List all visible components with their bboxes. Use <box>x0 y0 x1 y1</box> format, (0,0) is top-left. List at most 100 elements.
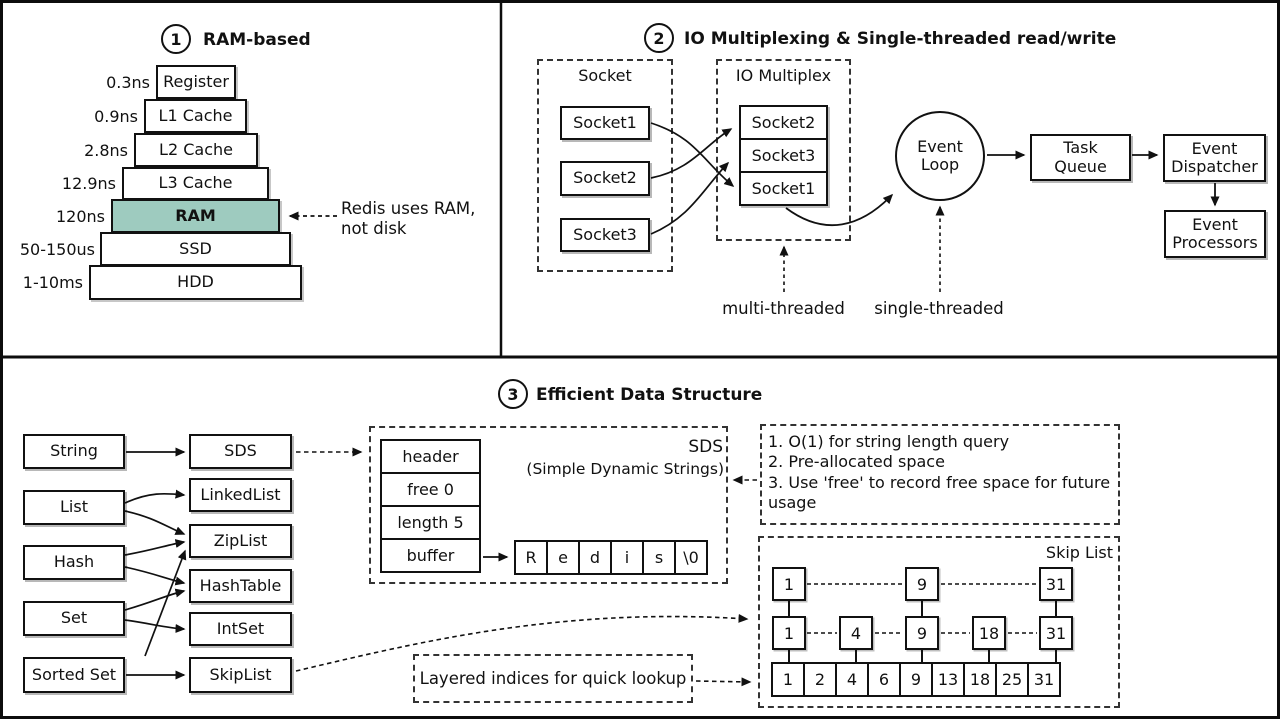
type-box-string: String <box>23 434 125 469</box>
skiplist-l3-node-13: 13 <box>931 662 965 697</box>
latency-label-ssd: 50-150us <box>19 239 95 259</box>
latency-label-l2: 2.8ns <box>84 140 128 160</box>
skiplist-l3-node-9: 9 <box>899 662 933 697</box>
io-multiplex-stack: Socket2 Socket3 Socket1 <box>739 105 828 206</box>
sds-char-0: R <box>514 540 548 575</box>
skiplist-l2-node-4: 4 <box>839 616 873 650</box>
event-dispatcher-label: Event Dispatcher <box>1171 138 1258 176</box>
layered-note-arrow <box>695 677 752 687</box>
event-loop-circle: Event Loop <box>895 111 985 201</box>
type-box-sorted-set: Sorted Set <box>23 657 125 693</box>
latency-label-hdd: 1-10ms <box>22 273 83 292</box>
sds-detail-title: SDS <box>688 437 723 457</box>
task-queue-label: Task Queue <box>1054 138 1107 176</box>
single-threaded-label: single-threaded <box>874 299 1004 318</box>
sds-note-3: 3. Use 'free' to record free space for f… <box>768 472 1111 512</box>
latency-label-ram: 120ns <box>55 206 105 226</box>
skiplist-title: Skip List <box>1045 543 1113 562</box>
event-processors-box: Event Processors <box>1164 210 1266 258</box>
set-to-intset-arrow <box>124 619 186 633</box>
memory-tier-l1-cache: L1 Cache <box>144 99 247 133</box>
skiplist-l3-node-6: 6 <box>867 662 901 697</box>
latency-label-l1: 0.9ns <box>94 106 138 126</box>
sds-note-2: 2. Pre-allocated space <box>768 452 945 472</box>
skiplist-l2-node-18: 18 <box>972 616 1006 650</box>
structure-box-hashtable: HashTable <box>189 569 292 603</box>
multiplex-slot-socket1: Socket1 <box>739 171 828 206</box>
section-2-number: 2 <box>644 23 674 53</box>
skiplist-l1-node-31: 31 <box>1039 567 1073 601</box>
socket-box-2: Socket2 <box>560 161 650 196</box>
section-2-title: IO Multiplexing & Single-threaded read/w… <box>684 29 1117 49</box>
list-to-ziplist-arrow <box>124 510 186 535</box>
memory-tier-hdd: HDD <box>89 265 302 300</box>
socket-box-3: Socket3 <box>560 218 650 252</box>
memory-tier-ram-highlighted: RAM <box>111 199 280 233</box>
sds-note-1: 1. O(1) for string length query <box>768 432 1010 451</box>
sds-field-header: header <box>380 439 481 474</box>
sds-char-2: d <box>578 540 612 575</box>
layered-indices-note-text: Layered indices for quick lookup <box>419 669 687 688</box>
event-loop-label: Event Loop <box>917 136 963 174</box>
ram-annotation-line1: Redis uses RAM, <box>341 199 476 218</box>
sds-char-cells: R e d i s \0 <box>514 540 708 575</box>
multi-threaded-label: multi-threaded <box>722 299 845 318</box>
type-box-hash: Hash <box>23 545 125 580</box>
latency-label-register: 0.3ns <box>106 72 150 92</box>
memory-tier-register: Register <box>156 65 236 99</box>
type-box-list: List <box>23 490 125 525</box>
sds-field-length: length 5 <box>380 505 481 540</box>
skiplist-l3-node-2: 2 <box>803 662 837 697</box>
multiplex-slot-socket2: Socket2 <box>739 105 828 140</box>
sds-char-4: s <box>642 540 676 575</box>
structure-box-sds: SDS <box>189 434 292 469</box>
skiplist-l2-node-9: 9 <box>905 616 939 650</box>
memory-tier-l3-cache: L3 Cache <box>122 167 269 200</box>
sds-char-5: \0 <box>674 540 708 575</box>
sds-char-3: i <box>610 540 644 575</box>
structure-box-skiplist: SkipList <box>189 657 292 693</box>
sds-field-stack: header free 0 length 5 buffer <box>380 439 481 573</box>
skiplist-l2-node-1: 1 <box>772 616 806 650</box>
sortedset-to-ziplist-arrow <box>144 549 187 657</box>
list-to-linkedlist-arrow <box>124 489 186 504</box>
skiplist-l2-node-31: 31 <box>1039 616 1073 650</box>
ram-annotation-line2: not disk <box>341 219 407 238</box>
skiplist-l3-node-18: 18 <box>963 662 997 697</box>
type-box-set: Set <box>23 601 125 636</box>
skiplist-l3-node-25: 25 <box>995 662 1029 697</box>
structure-box-intset: IntSet <box>189 612 292 646</box>
memory-tier-l2-cache: L2 Cache <box>134 133 258 167</box>
multiplex-slot-socket3: Socket3 <box>739 138 828 173</box>
task-queue-box: Task Queue <box>1030 134 1131 181</box>
structure-box-ziplist: ZipList <box>189 524 292 558</box>
skiplist-l3-node-1: 1 <box>771 662 805 697</box>
sds-field-buffer: buffer <box>380 538 481 573</box>
memory-tier-ssd: SSD <box>100 232 291 266</box>
sds-detail-container <box>369 426 728 584</box>
section-1-number: 1 <box>161 24 191 54</box>
hash-to-hashtable-arrow <box>124 566 186 586</box>
skiplist-l3-node-4: 4 <box>835 662 869 697</box>
set-to-hashtable-arrow <box>124 588 186 611</box>
skiplist-base-row: 1 2 4 6 9 13 18 25 31 <box>771 662 1061 697</box>
event-dispatcher-box: Event Dispatcher <box>1163 134 1266 182</box>
structure-box-linkedlist: LinkedList <box>189 478 292 512</box>
socket-box-1: Socket1 <box>560 106 650 140</box>
sds-char-1: e <box>546 540 580 575</box>
layered-indices-note-box: Layered indices for quick lookup <box>413 654 693 703</box>
skiplist-l1-node-9: 9 <box>905 567 939 601</box>
sds-notes-text: 1. O(1) for string length query 2. Pre-a… <box>760 427 1120 518</box>
section-3-title: Efficient Data Structure <box>536 385 763 405</box>
skiplist-l1-node-1: 1 <box>772 567 806 601</box>
socket-group-label: Socket <box>578 66 632 85</box>
sds-notes-container <box>760 424 1120 525</box>
skiplist-container <box>758 536 1120 708</box>
skiplist-l3-node-31: 31 <box>1027 662 1061 697</box>
latency-label-l3: 12.9ns <box>61 174 116 193</box>
section-1-title: RAM-based <box>203 30 311 50</box>
hash-to-ziplist-arrow <box>124 539 186 556</box>
sds-field-free: free 0 <box>380 472 481 507</box>
sds-detail-subtitle: (Simple Dynamic Strings) <box>526 460 724 478</box>
